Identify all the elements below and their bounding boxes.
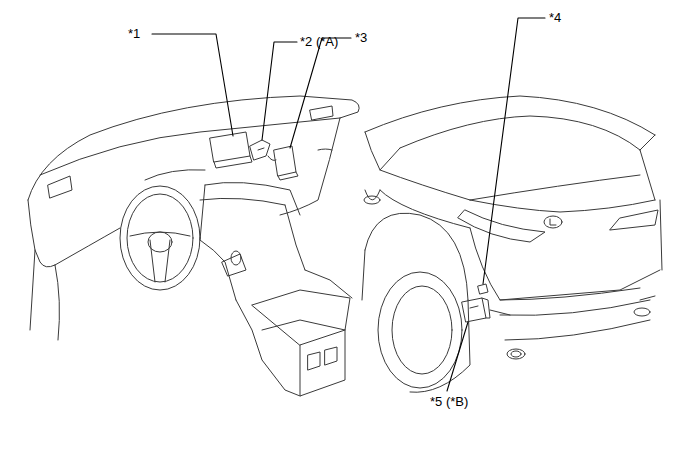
- outline-stroke: [507, 349, 525, 359]
- outline-stroke: [482, 298, 490, 318]
- outline-stroke: [252, 290, 350, 345]
- outline-stroke: [470, 200, 655, 212]
- outline-stroke: [544, 216, 562, 228]
- outline-stroke: [400, 116, 640, 150]
- outline-stroke: [258, 148, 264, 150]
- leader-line: [262, 42, 297, 140]
- outline-stroke: [318, 149, 332, 150]
- outline-stroke: [505, 320, 650, 340]
- outline-stroke: [365, 132, 470, 200]
- outline-stroke: [210, 132, 250, 162]
- outline-stroke: [550, 219, 556, 225]
- outline-stroke: [478, 284, 488, 294]
- outline-stroke: [500, 288, 640, 300]
- leader-lines: [152, 18, 545, 391]
- outline-stroke: [148, 232, 172, 252]
- outline-stroke: [365, 190, 380, 200]
- outline-stroke: [231, 251, 241, 265]
- outline-stroke: [145, 170, 205, 180]
- callout-number: *1: [128, 27, 140, 41]
- leader-line: [152, 34, 233, 136]
- callout-number: *4: [549, 11, 561, 25]
- leader-line: [290, 38, 351, 148]
- outline-stroke: [362, 250, 365, 300]
- outline-stroke: [310, 106, 333, 120]
- outline-stroke: [300, 330, 345, 396]
- leader-line: [483, 18, 545, 284]
- outline-stroke: [268, 156, 276, 161]
- outline-stroke: [280, 118, 340, 215]
- callout-number: *3: [355, 31, 367, 45]
- outline-stroke: [30, 250, 35, 330]
- callout-number: *2 (*A): [300, 35, 338, 49]
- outline-stroke: [28, 200, 55, 267]
- outline-stroke: [378, 272, 462, 388]
- outline-stroke: [40, 118, 340, 175]
- outline-stroke: [392, 286, 452, 374]
- outline-stroke: [640, 135, 655, 150]
- outline-stroke: [325, 347, 337, 365]
- outline-stroke: [610, 210, 658, 230]
- outline-stroke: [490, 310, 510, 315]
- outline-stroke: [640, 296, 655, 300]
- outline-stroke: [458, 210, 545, 242]
- outline-stroke: [462, 298, 486, 322]
- outline-stroke: [470, 306, 478, 308]
- outline-stroke: [200, 185, 205, 240]
- outline-stroke: [640, 150, 655, 200]
- outline-stroke: [285, 205, 305, 270]
- outline-stroke: [365, 96, 655, 135]
- outline-stroke: [305, 270, 352, 298]
- vehicle-rear-illustration: [362, 96, 662, 392]
- outline-stroke: [55, 265, 59, 340]
- outline-stroke: [410, 300, 470, 392]
- outline-stroke: [262, 320, 345, 330]
- outline-stroke: [200, 198, 285, 205]
- dashboard-illustration: [28, 96, 359, 396]
- outline-stroke: [278, 172, 298, 180]
- outline-stroke: [48, 176, 72, 198]
- outline-stroke: [120, 186, 200, 290]
- outline-stroke: [511, 351, 521, 357]
- outline-stroke: [150, 240, 170, 282]
- outline-stroke: [380, 148, 400, 170]
- outline-stroke: [55, 228, 120, 265]
- outline-stroke: [214, 156, 252, 168]
- outline-stroke: [127, 194, 193, 282]
- outline-stroke: [236, 300, 300, 396]
- outline-stroke: [380, 190, 470, 228]
- outline-stroke: [130, 232, 190, 236]
- outline-stroke: [470, 228, 660, 300]
- outline-stroke: [308, 352, 320, 370]
- outline-stroke: [250, 140, 270, 160]
- callout-number: *5 (*B): [430, 395, 468, 409]
- outline-stroke: [660, 200, 662, 270]
- outline-stroke: [28, 96, 359, 200]
- outline-stroke: [364, 196, 380, 204]
- leader-line: [447, 322, 468, 391]
- outline-stroke: [274, 146, 296, 176]
- outline-stroke: [500, 300, 650, 315]
- outline-stroke: [200, 240, 236, 300]
- outline-stroke: [634, 308, 650, 316]
